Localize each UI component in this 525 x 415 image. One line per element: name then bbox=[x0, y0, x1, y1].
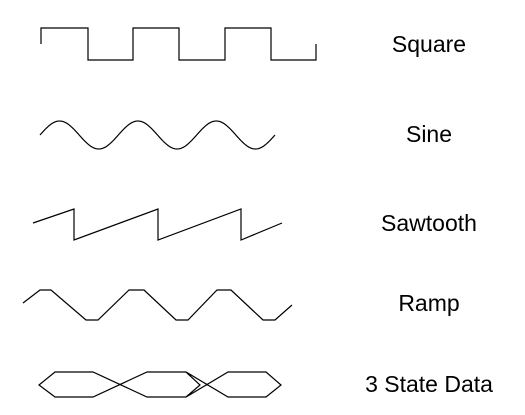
sawtooth-wave bbox=[32, 208, 283, 241]
label-3-state-data: 3 State Data bbox=[365, 371, 493, 397]
label-sine: Sine bbox=[405, 121, 453, 147]
square-wave bbox=[40, 27, 317, 61]
ramp-wave bbox=[22, 289, 293, 321]
label-sawtooth: Sawtooth bbox=[381, 210, 477, 236]
sine-wave bbox=[39, 120, 276, 150]
label-square: Square bbox=[391, 31, 467, 57]
three-state-wave bbox=[38, 371, 282, 398]
label-ramp: Ramp bbox=[398, 290, 460, 316]
